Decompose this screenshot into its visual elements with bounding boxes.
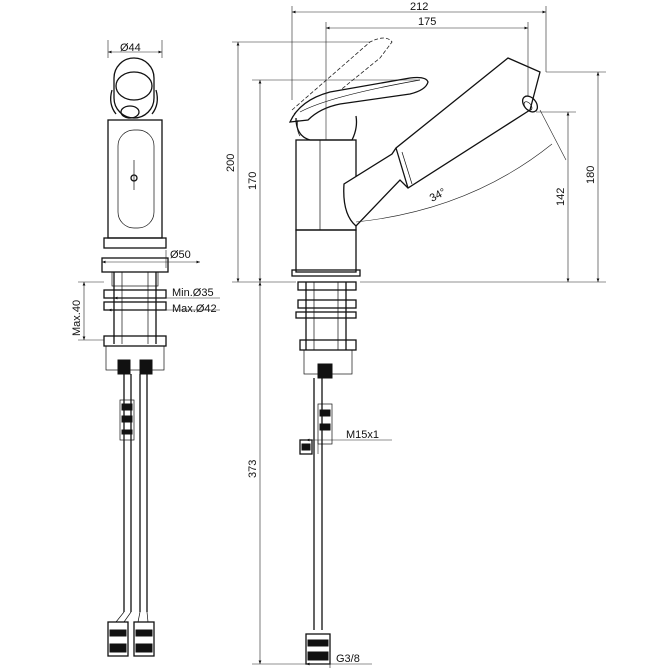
dim-thread-g38: G3/8 <box>336 653 360 665</box>
dim-width-175: 175 <box>418 16 436 28</box>
spout <box>343 57 541 227</box>
side-handle <box>288 76 429 123</box>
dim-max-dia-42: Max.Ø42 <box>172 303 217 315</box>
dim-height-180: 180 <box>585 166 597 184</box>
front-view: Ø44 Ø50 Min.Ø35 Max.Ø42 Max.40 <box>71 40 220 657</box>
dim-height-142: 142 <box>555 188 567 206</box>
dim-angle-34: 34° <box>428 186 448 204</box>
dim-height-200: 200 <box>225 154 237 172</box>
dim-width-212: 212 <box>410 1 428 13</box>
dim-dia-50: Ø50 <box>170 249 191 261</box>
dim-height-170: 170 <box>247 172 259 190</box>
dim-dia-44: Ø44 <box>120 42 141 54</box>
side-base <box>291 269 361 277</box>
dim-min-dia-35: Min.Ø35 <box>172 287 214 299</box>
front-base <box>101 257 169 273</box>
dim-length-373: 373 <box>247 460 259 478</box>
side-view: 34° 212 175 20 <box>225 1 606 668</box>
front-handle <box>113 57 155 119</box>
handle-raised-position <box>291 37 393 119</box>
dim-thread-m15: M15x1 <box>346 429 379 441</box>
dim-max-40: Max.40 <box>71 300 83 336</box>
